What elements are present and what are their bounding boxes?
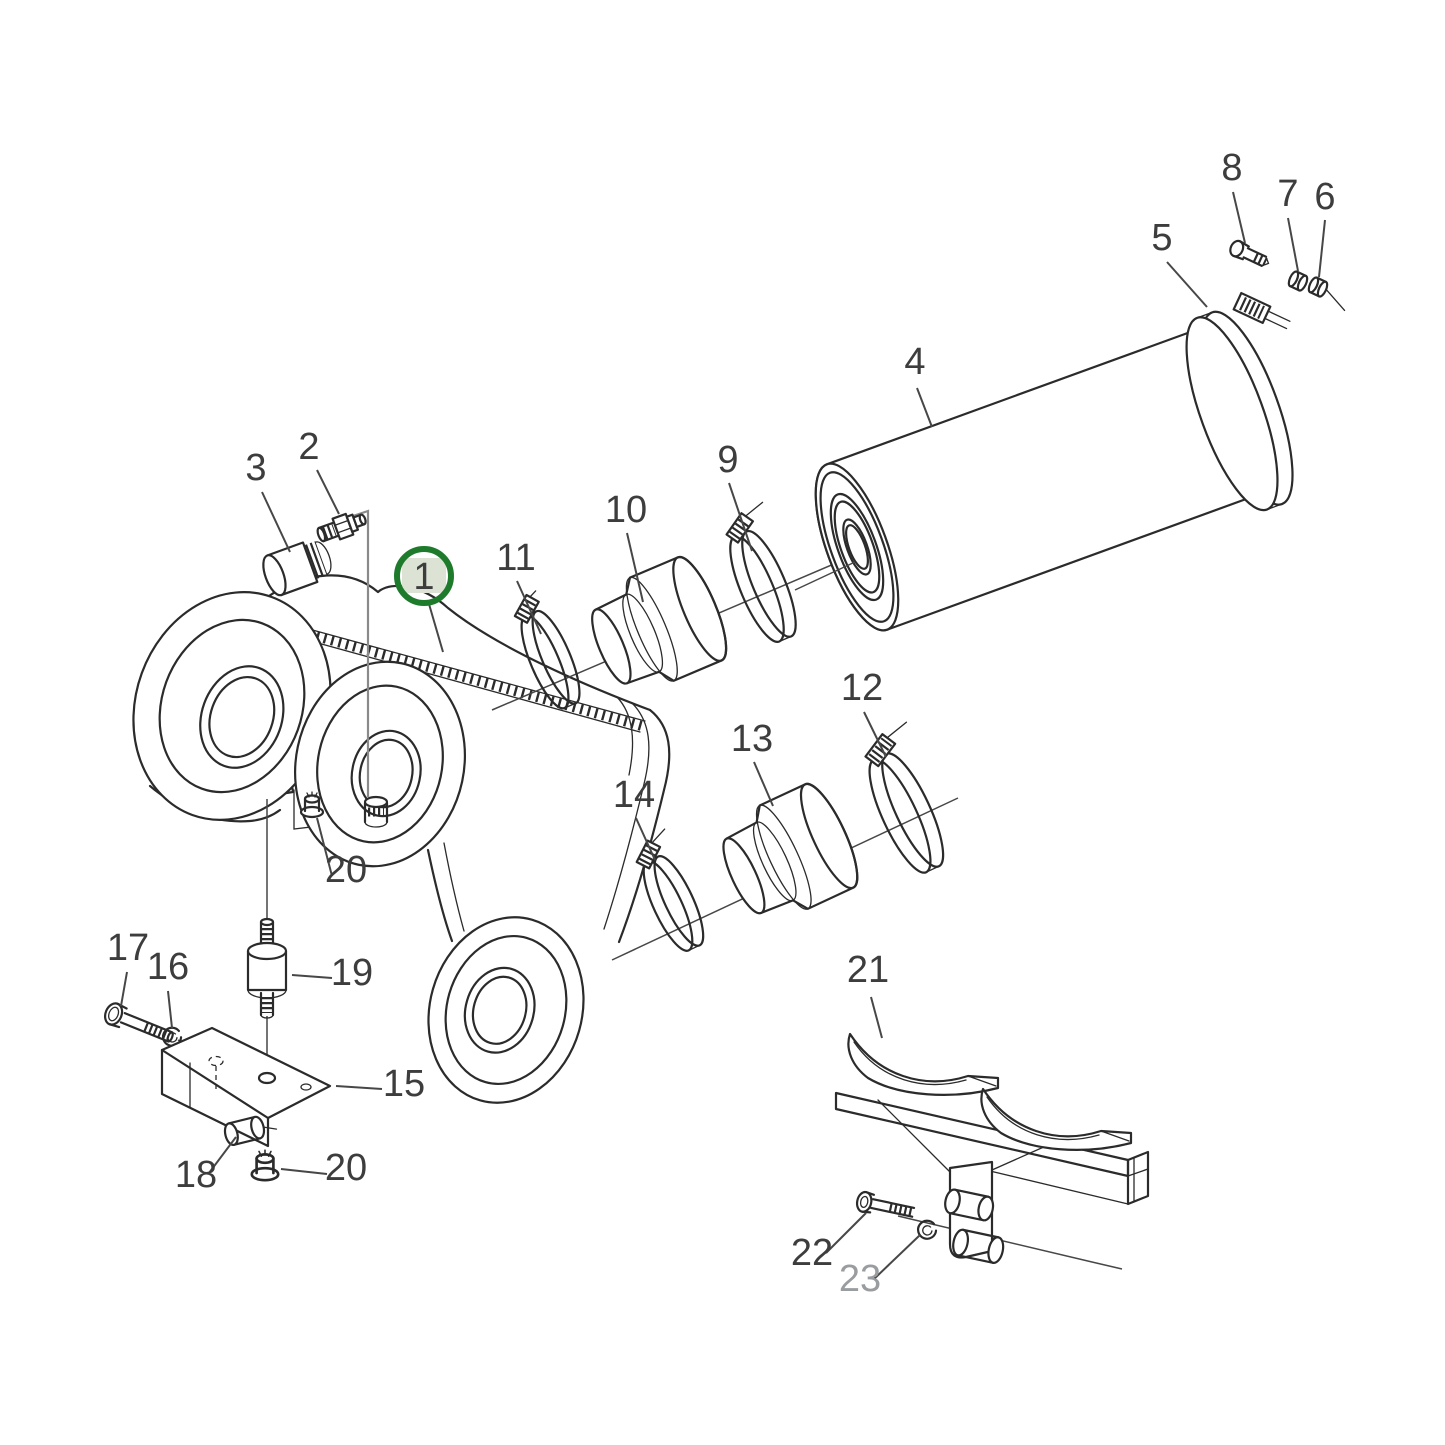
- lower-hose-row: [611, 721, 959, 961]
- part-label-5[interactable]: 5: [1151, 217, 1172, 259]
- part-22-bolt: [855, 1190, 916, 1218]
- pin-upper: [944, 1188, 995, 1222]
- part-label-9[interactable]: 9: [717, 439, 738, 481]
- part-label-1[interactable]: 1: [413, 556, 434, 598]
- part-label-6[interactable]: 6: [1314, 176, 1335, 218]
- part-6-nut: [1307, 276, 1346, 312]
- part-label-16[interactable]: 16: [147, 946, 189, 988]
- part-label-17[interactable]: 17: [107, 927, 149, 969]
- flange-nut-20-lower: [250, 1148, 280, 1182]
- highlight-ring: [394, 546, 454, 606]
- part-12-hose-clamp: [864, 721, 945, 874]
- part-label-20-upper[interactable]: 20: [325, 849, 367, 891]
- part-15-bracket-plate: [160, 1026, 332, 1148]
- part-17-bolt: [103, 1002, 174, 1043]
- part-7-nut: [1287, 270, 1309, 292]
- part-label-21[interactable]: 21: [847, 949, 889, 991]
- part-labels: 1 2 3 4 5 6 7 8 9 10 11 12 13 14 15 16 1…: [107, 147, 1336, 1300]
- part-9-hose-clamp: [725, 501, 797, 643]
- part-1-highlight[interactable]: [394, 546, 454, 606]
- part-label-2[interactable]: 2: [298, 426, 319, 468]
- part-8-bolt: [1229, 239, 1270, 267]
- part-19-rubber-mount: [246, 917, 288, 1019]
- part-label-18[interactable]: 18: [175, 1154, 217, 1196]
- part-label-15[interactable]: 15: [383, 1063, 425, 1105]
- part-2-fitting: [316, 512, 367, 543]
- part-label-7[interactable]: 7: [1277, 173, 1298, 215]
- part-label-3[interactable]: 3: [245, 447, 266, 489]
- leader-lines: [120, 191, 1326, 1280]
- part-3-plug: [262, 541, 332, 597]
- upper-hose-row: [491, 501, 891, 711]
- part-label-20-lower[interactable]: 20: [325, 1147, 367, 1189]
- part-label-11[interactable]: 11: [496, 537, 535, 579]
- part-label-10[interactable]: 10: [605, 489, 647, 531]
- part-label-13[interactable]: 13: [731, 718, 773, 760]
- drain-stud: [363, 795, 389, 828]
- highlight-box: [402, 558, 446, 593]
- part-label-8[interactable]: 8: [1221, 147, 1242, 189]
- saddle-bracket-group: [834, 1032, 1150, 1270]
- part-label-19[interactable]: 19: [331, 952, 373, 994]
- part-4-muffler: [814, 310, 1294, 632]
- part-label-22[interactable]: 22: [791, 1232, 833, 1274]
- part-5-v-band-clamp: [1185, 310, 1294, 512]
- part-label-4[interactable]: 4: [904, 341, 925, 383]
- pin-lower: [952, 1228, 1005, 1264]
- part-5-clamp-lug: [1232, 291, 1291, 330]
- part-13-hose-connector: [722, 782, 859, 915]
- part-label-23[interactable]: 23: [839, 1258, 881, 1300]
- part-11-hose-clamp: [513, 590, 581, 710]
- mount-bracket-group: [103, 799, 332, 1182]
- part-10-hose-connector: [591, 555, 728, 685]
- part-label-12[interactable]: 12: [841, 667, 883, 709]
- part-1-exhaust-housing: [132, 574, 671, 1104]
- part-label-14[interactable]: 14: [613, 774, 655, 816]
